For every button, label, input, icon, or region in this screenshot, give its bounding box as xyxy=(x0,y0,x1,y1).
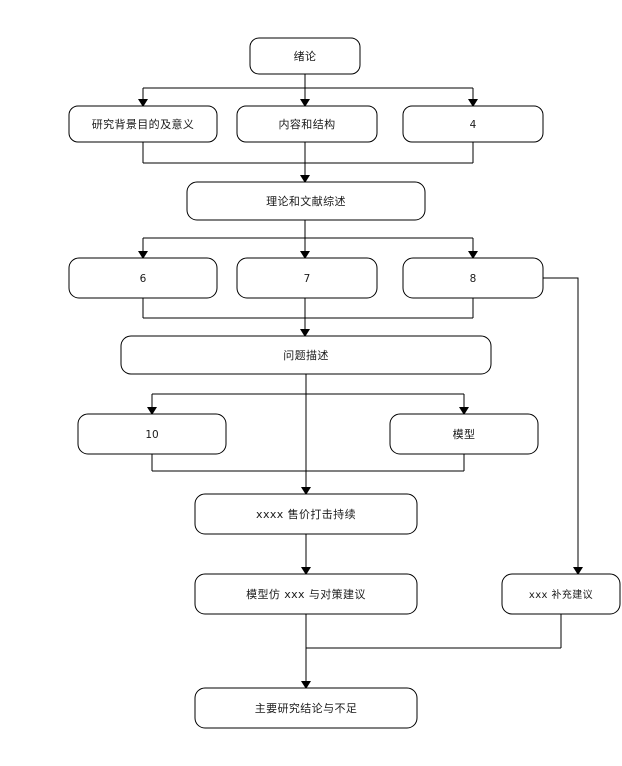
edge-n8-bypass-to-n14 xyxy=(543,277,579,568)
node-model[interactable]: 模型 xyxy=(389,413,539,455)
node-price-strike-sustain-label: xxxx 售价打击持续 xyxy=(256,507,356,521)
node-seven-label: 7 xyxy=(304,273,311,285)
node-model-simulation-suggestions-shape[interactable] xyxy=(194,573,418,615)
node-theory-literature-review-shape[interactable] xyxy=(186,181,426,221)
arrowhead-n15 xyxy=(301,681,311,689)
arrowhead-n8 xyxy=(468,251,478,259)
node-ten[interactable]: 10 xyxy=(77,413,227,455)
node-eight-label: 8 xyxy=(470,273,477,285)
node-seven-shape[interactable] xyxy=(236,257,378,299)
node-problem-description-label: 问题描述 xyxy=(283,348,329,362)
node-six-shape[interactable] xyxy=(68,257,218,299)
node-supplementary-suggestions-label: xxx 补充建议 xyxy=(529,588,593,601)
node-research-background-label: 研究背景目的及意义 xyxy=(92,117,195,131)
node-content-structure[interactable]: 内容和结构 xyxy=(236,105,378,143)
node-eight[interactable]: 8 xyxy=(402,257,544,299)
node-ten-shape[interactable] xyxy=(77,413,227,455)
node-theory-literature-review[interactable]: 理论和文献综述 xyxy=(186,181,426,221)
node-main-conclusions-limitations-shape[interactable] xyxy=(194,687,418,729)
arrowhead-n7 xyxy=(300,251,310,259)
node-content-structure-shape[interactable] xyxy=(236,105,378,143)
node-main-conclusions-limitations[interactable]: 主要研究结论与不足 xyxy=(194,687,418,729)
node-introduction-shape[interactable] xyxy=(249,37,361,75)
arrowhead-n12 xyxy=(301,487,311,495)
node-model-simulation-suggestions[interactable]: 模型仿 xxx 与对策建议 xyxy=(194,573,418,615)
arrowhead-n11 xyxy=(459,407,469,415)
node-research-background-shape[interactable] xyxy=(68,105,218,143)
arrowhead-n10 xyxy=(147,407,157,415)
node-main-conclusions-limitations-label: 主要研究结论与不足 xyxy=(255,701,358,715)
node-four-shape[interactable] xyxy=(402,105,544,143)
arrowhead-n5 xyxy=(300,175,310,183)
arrowhead-n13 xyxy=(301,567,311,575)
node-four-label: 4 xyxy=(470,119,477,131)
arrowhead-n3 xyxy=(300,99,310,107)
node-seven[interactable]: 7 xyxy=(236,257,378,299)
node-introduction[interactable]: 绪论 xyxy=(249,37,361,75)
node-price-strike-sustain-shape[interactable] xyxy=(194,493,418,535)
node-content-structure-label: 内容和结构 xyxy=(279,117,336,131)
node-supplementary-suggestions[interactable]: xxx 补充建议 xyxy=(501,573,621,615)
arrowhead-n14 xyxy=(573,567,583,575)
edge-layer xyxy=(138,74,583,689)
node-problem-description[interactable]: 问题描述 xyxy=(120,335,492,375)
node-layer: 绪论 研究背景目的及意义 内容和结构 4 理论和文献综述 6 xyxy=(68,37,621,729)
arrowhead-n4 xyxy=(468,99,478,107)
node-model-shape[interactable] xyxy=(389,413,539,455)
node-model-label: 模型 xyxy=(453,427,476,441)
node-eight-shape[interactable] xyxy=(402,257,544,299)
node-model-simulation-suggestions-label: 模型仿 xxx 与对策建议 xyxy=(246,587,366,601)
node-problem-description-shape[interactable] xyxy=(120,335,492,375)
node-four[interactable]: 4 xyxy=(402,105,544,143)
node-ten-label: 10 xyxy=(145,429,158,441)
node-supplementary-suggestions-shape[interactable] xyxy=(501,573,621,615)
node-six[interactable]: 6 xyxy=(68,257,218,299)
arrowhead-n2 xyxy=(138,99,148,107)
node-theory-literature-review-label: 理论和文献综述 xyxy=(266,194,346,208)
arrowhead-n9 xyxy=(300,329,310,337)
arrowhead-n6 xyxy=(138,251,148,259)
node-introduction-label: 绪论 xyxy=(294,49,317,63)
node-six-label: 6 xyxy=(140,273,147,285)
node-research-background[interactable]: 研究背景目的及意义 xyxy=(68,105,218,143)
node-price-strike-sustain[interactable]: xxxx 售价打击持续 xyxy=(194,493,418,535)
